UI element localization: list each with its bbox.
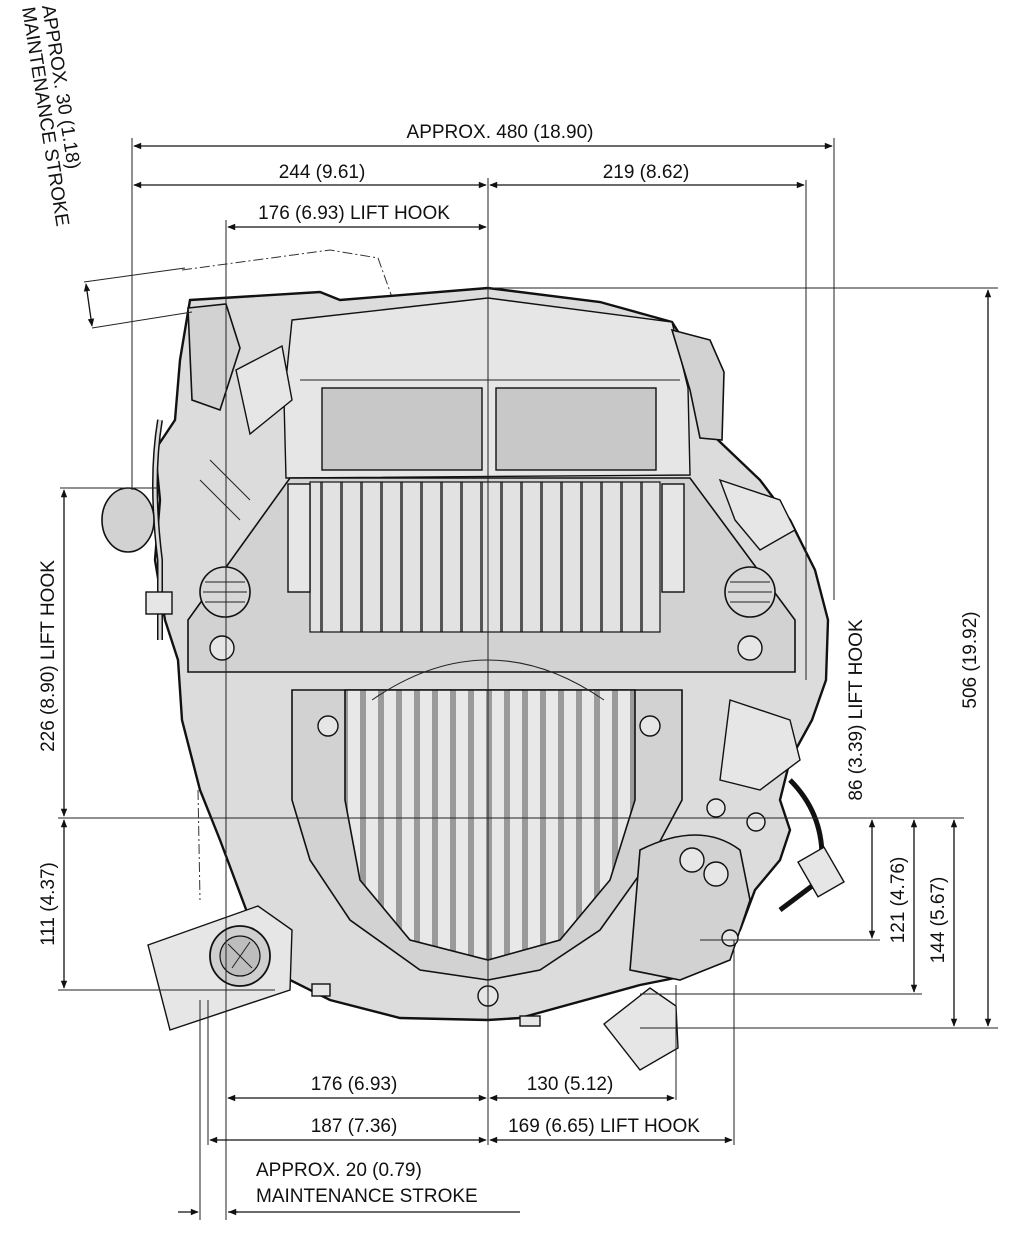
label-height-total: 506 (19.92) [960, 611, 981, 708]
dim-30-stroke [83, 283, 95, 327]
label-right-width: 219 (8.62) [603, 162, 690, 183]
label-maintenance-bottom-2: MAINTENANCE STROKE [256, 1186, 478, 1207]
label-bottom-187: 187 (7.36) [311, 1116, 398, 1137]
engine-body [101, 249, 845, 1071]
label-bottom-130: 130 (5.12) [527, 1074, 614, 1095]
extension-lines [58, 138, 998, 1220]
label-lift-hook-left: 226 (8.90) LIFT HOOK [38, 560, 59, 752]
label-left-lower: 111 (4.37) [38, 862, 59, 946]
dimension-lines [60, 142, 992, 1216]
label-lift-hook-bottom: 169 (6.65) LIFT HOOK [508, 1116, 700, 1137]
label-right-121: 121 (4.76) [888, 857, 909, 944]
label-maintenance-bottom-1: APPROX. 20 (0.79) [256, 1160, 422, 1181]
label-bottom-176: 176 (6.93) [311, 1074, 398, 1095]
label-left-width: 244 (9.61) [279, 162, 366, 183]
label-lift-hook-right: 86 (3.39) LIFT HOOK [846, 619, 867, 801]
label-right-144: 144 (5.67) [928, 877, 949, 964]
label-lift-hook-top: 176 (6.93) LIFT HOOK [258, 203, 450, 224]
label-overall-width: APPROX. 480 (18.90) [407, 122, 594, 143]
